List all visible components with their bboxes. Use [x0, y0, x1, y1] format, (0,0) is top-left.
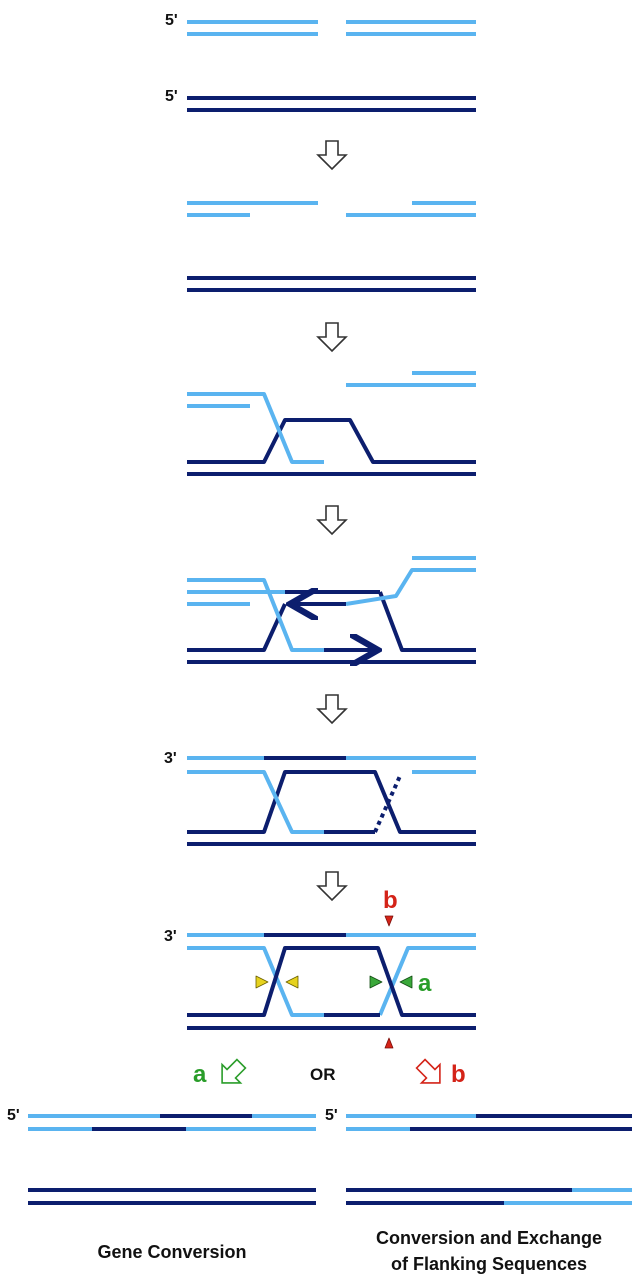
b-label-choice: b: [451, 1061, 466, 1088]
five-prime-label: 5': [325, 1107, 338, 1124]
five-prime-label: 5': [165, 12, 178, 29]
light-strand: [378, 946, 476, 1016]
cleavage-marker-icon: [399, 975, 413, 989]
three-prime-label: 3': [164, 750, 177, 767]
a-label-junction: a: [418, 970, 432, 997]
light-strand: [345, 568, 476, 606]
three-prime-label: 3': [164, 928, 177, 945]
five-prime-label: 5': [165, 88, 178, 105]
cleavage-marker-icon: [285, 975, 299, 989]
or-label: OR: [310, 1065, 336, 1084]
light-strand: [187, 770, 324, 834]
down-arrow-icon: [316, 505, 348, 536]
outcome-right-caption-line1: Conversion and Exchange: [376, 1228, 602, 1248]
invading-light-strand: [187, 578, 324, 652]
stage-5: 3': [164, 750, 476, 846]
stage-1: 5' 5': [165, 12, 476, 112]
cleavage-marker-icon: [255, 975, 269, 989]
b-label-top: b: [383, 887, 398, 914]
down-arrow-icon: [316, 140, 348, 171]
diagonal-arrow-icon: [221, 1058, 247, 1084]
outcome-left-caption: Gene Conversion: [97, 1242, 246, 1262]
stage-4: [187, 556, 476, 662]
light-strand: [187, 946, 324, 1017]
resolution-choice: a OR b: [193, 1058, 466, 1088]
dark-strand: [187, 946, 476, 1017]
a-label-choice: a: [193, 1061, 207, 1088]
dark-strand: [187, 770, 476, 834]
cleavage-marker-icon: [384, 915, 394, 927]
outcome-exchange: 5' Conversion and Exchange of Flanking S…: [325, 1107, 632, 1274]
dark-strand: [187, 418, 476, 464]
dark-strand: [378, 591, 476, 652]
diagonal-arrow-icon: [415, 1058, 441, 1084]
dotted-gap: [373, 775, 402, 833]
outcome-right-caption-line2: of Flanking Sequences: [391, 1254, 587, 1274]
stage-3: [187, 371, 476, 476]
down-arrow-icon: [316, 694, 348, 725]
cleavage-marker-icon: [384, 1037, 394, 1049]
outcome-gene-conversion: 5' Gene Conversion: [7, 1107, 316, 1262]
cleavage-marker-icon: [369, 975, 383, 989]
down-arrow-icon: [316, 322, 348, 353]
five-prime-label: 5': [7, 1107, 20, 1124]
stage-6: b 3' a: [164, 887, 476, 1049]
stage-2: [187, 201, 476, 292]
dark-strand: [187, 603, 287, 652]
down-arrow-icon: [316, 871, 348, 902]
invading-light-strand: [187, 392, 324, 464]
